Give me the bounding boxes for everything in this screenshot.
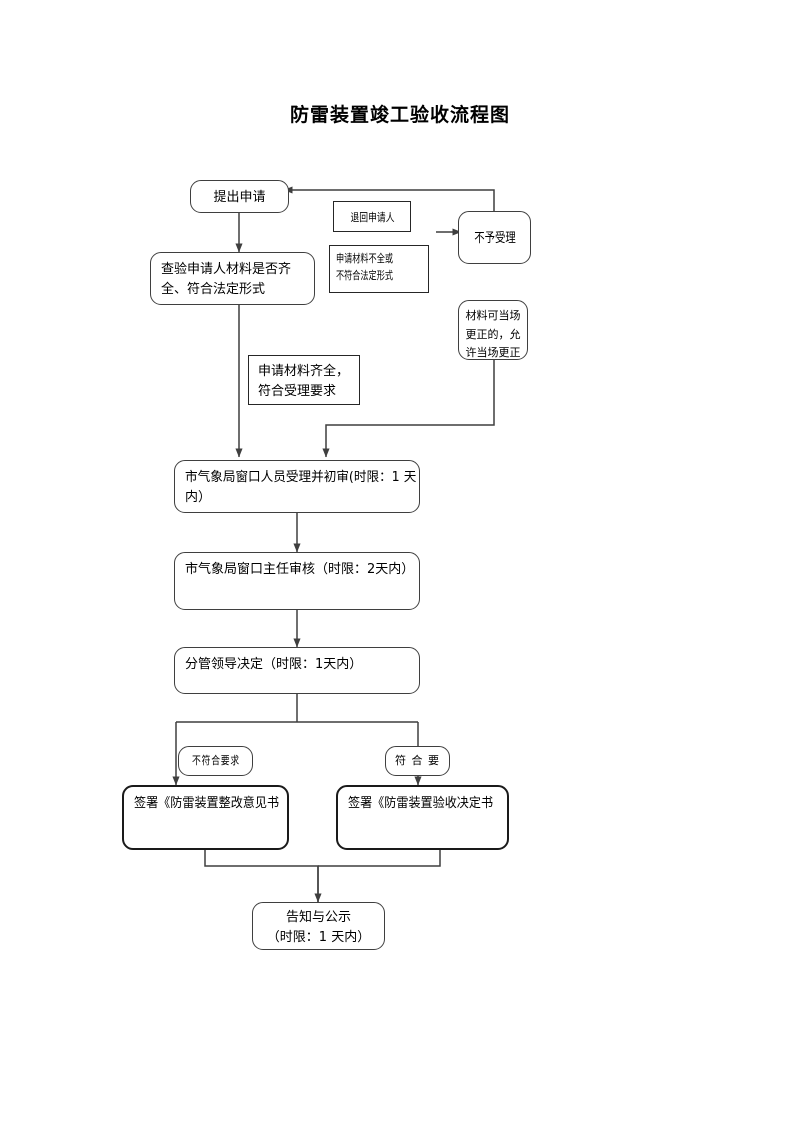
node-sign-rectification-notice[interactable]: 签署《防雷装置整改意见书 <box>122 785 289 850</box>
node-return-to-applicant[interactable]: 退回申请人 <box>333 201 411 232</box>
node-acceptdoc-line1: 签署《防雷装置验收决定书 <box>348 796 494 811</box>
page-title: 防雷装置竣工验收流程图 <box>289 104 510 126</box>
node-apply-line1: 提出申请 <box>213 189 266 205</box>
node-label-nonconforming[interactable]: 不符合要求 <box>178 746 253 776</box>
node-reject-line1: 不予受理 <box>473 230 516 246</box>
node-return-line1: 退回申请人 <box>350 211 394 225</box>
node-label-conforming[interactable]: 符 合 要 <box>385 746 450 776</box>
node-window-director-review[interactable]: 市气象局窗口主任审核（时限：2天内） <box>174 552 420 610</box>
edge-rectify-to-publicize <box>204 850 319 902</box>
node-leader-decision[interactable]: 分管领导决定（时限：1天内） <box>174 647 420 694</box>
node-complete-materials[interactable]: 申请材料齐全， 符合受理要求 <box>248 355 360 405</box>
node-correctable-line3: 许当场更正 <box>465 346 521 360</box>
node-publicize-line1: 告知与公示 <box>285 910 351 925</box>
node-conform-line1: 符 合 要 <box>395 754 440 768</box>
node-complete-line1: 申请材料齐全， <box>258 364 350 379</box>
node-correctable-on-site[interactable]: 材料可当场 更正的，允 许当场更正 <box>458 300 528 360</box>
node-incomplete-line2: 不符合法定形式 <box>336 269 393 283</box>
node-correctable-line1: 材料可当场 <box>465 309 521 322</box>
node-publicize-line2: （时限：1 天内） <box>266 930 371 946</box>
node-accept-line1: 市气象局窗口人员受理并初审(时限：1 天 <box>185 470 417 485</box>
node-nonconform-line1: 不符合要求 <box>191 754 240 768</box>
node-correctable-line2: 更正的，允 <box>465 327 521 341</box>
node-decision-line1: 分管领导决定（时限：1天内） <box>185 657 363 672</box>
node-reject[interactable]: 不予受理 <box>458 211 531 264</box>
node-check-materials[interactable]: 查验申请人材料是否齐 全、符合法定形式 <box>150 252 315 305</box>
node-notify-and-publicize[interactable]: 告知与公示 （时限：1 天内） <box>252 902 385 950</box>
node-accept-line2: 内） <box>185 490 212 506</box>
node-window-accept-first-review[interactable]: 市气象局窗口人员受理并初审(时限：1 天 内） <box>174 460 420 513</box>
node-check-line2: 全、符合法定形式 <box>161 282 266 298</box>
node-incomplete-line1: 申请材料不全或 <box>336 252 393 265</box>
node-apply[interactable]: 提出申请 <box>190 180 289 213</box>
node-rectify-line1: 签署《防雷装置整改意见书 <box>134 796 280 811</box>
node-complete-line2: 符合受理要求 <box>258 384 337 400</box>
node-sign-acceptance-decision[interactable]: 签署《防雷装置验收决定书 <box>336 785 509 850</box>
node-incomplete-materials[interactable]: 申请材料不全或 不符合法定形式 <box>329 245 429 293</box>
edge-acceptdoc-to-publicize <box>318 850 441 867</box>
node-check-line1: 查验申请人材料是否齐 <box>161 262 292 277</box>
node-review-line1: 市气象局窗口主任审核（时限：2天内） <box>185 562 415 577</box>
